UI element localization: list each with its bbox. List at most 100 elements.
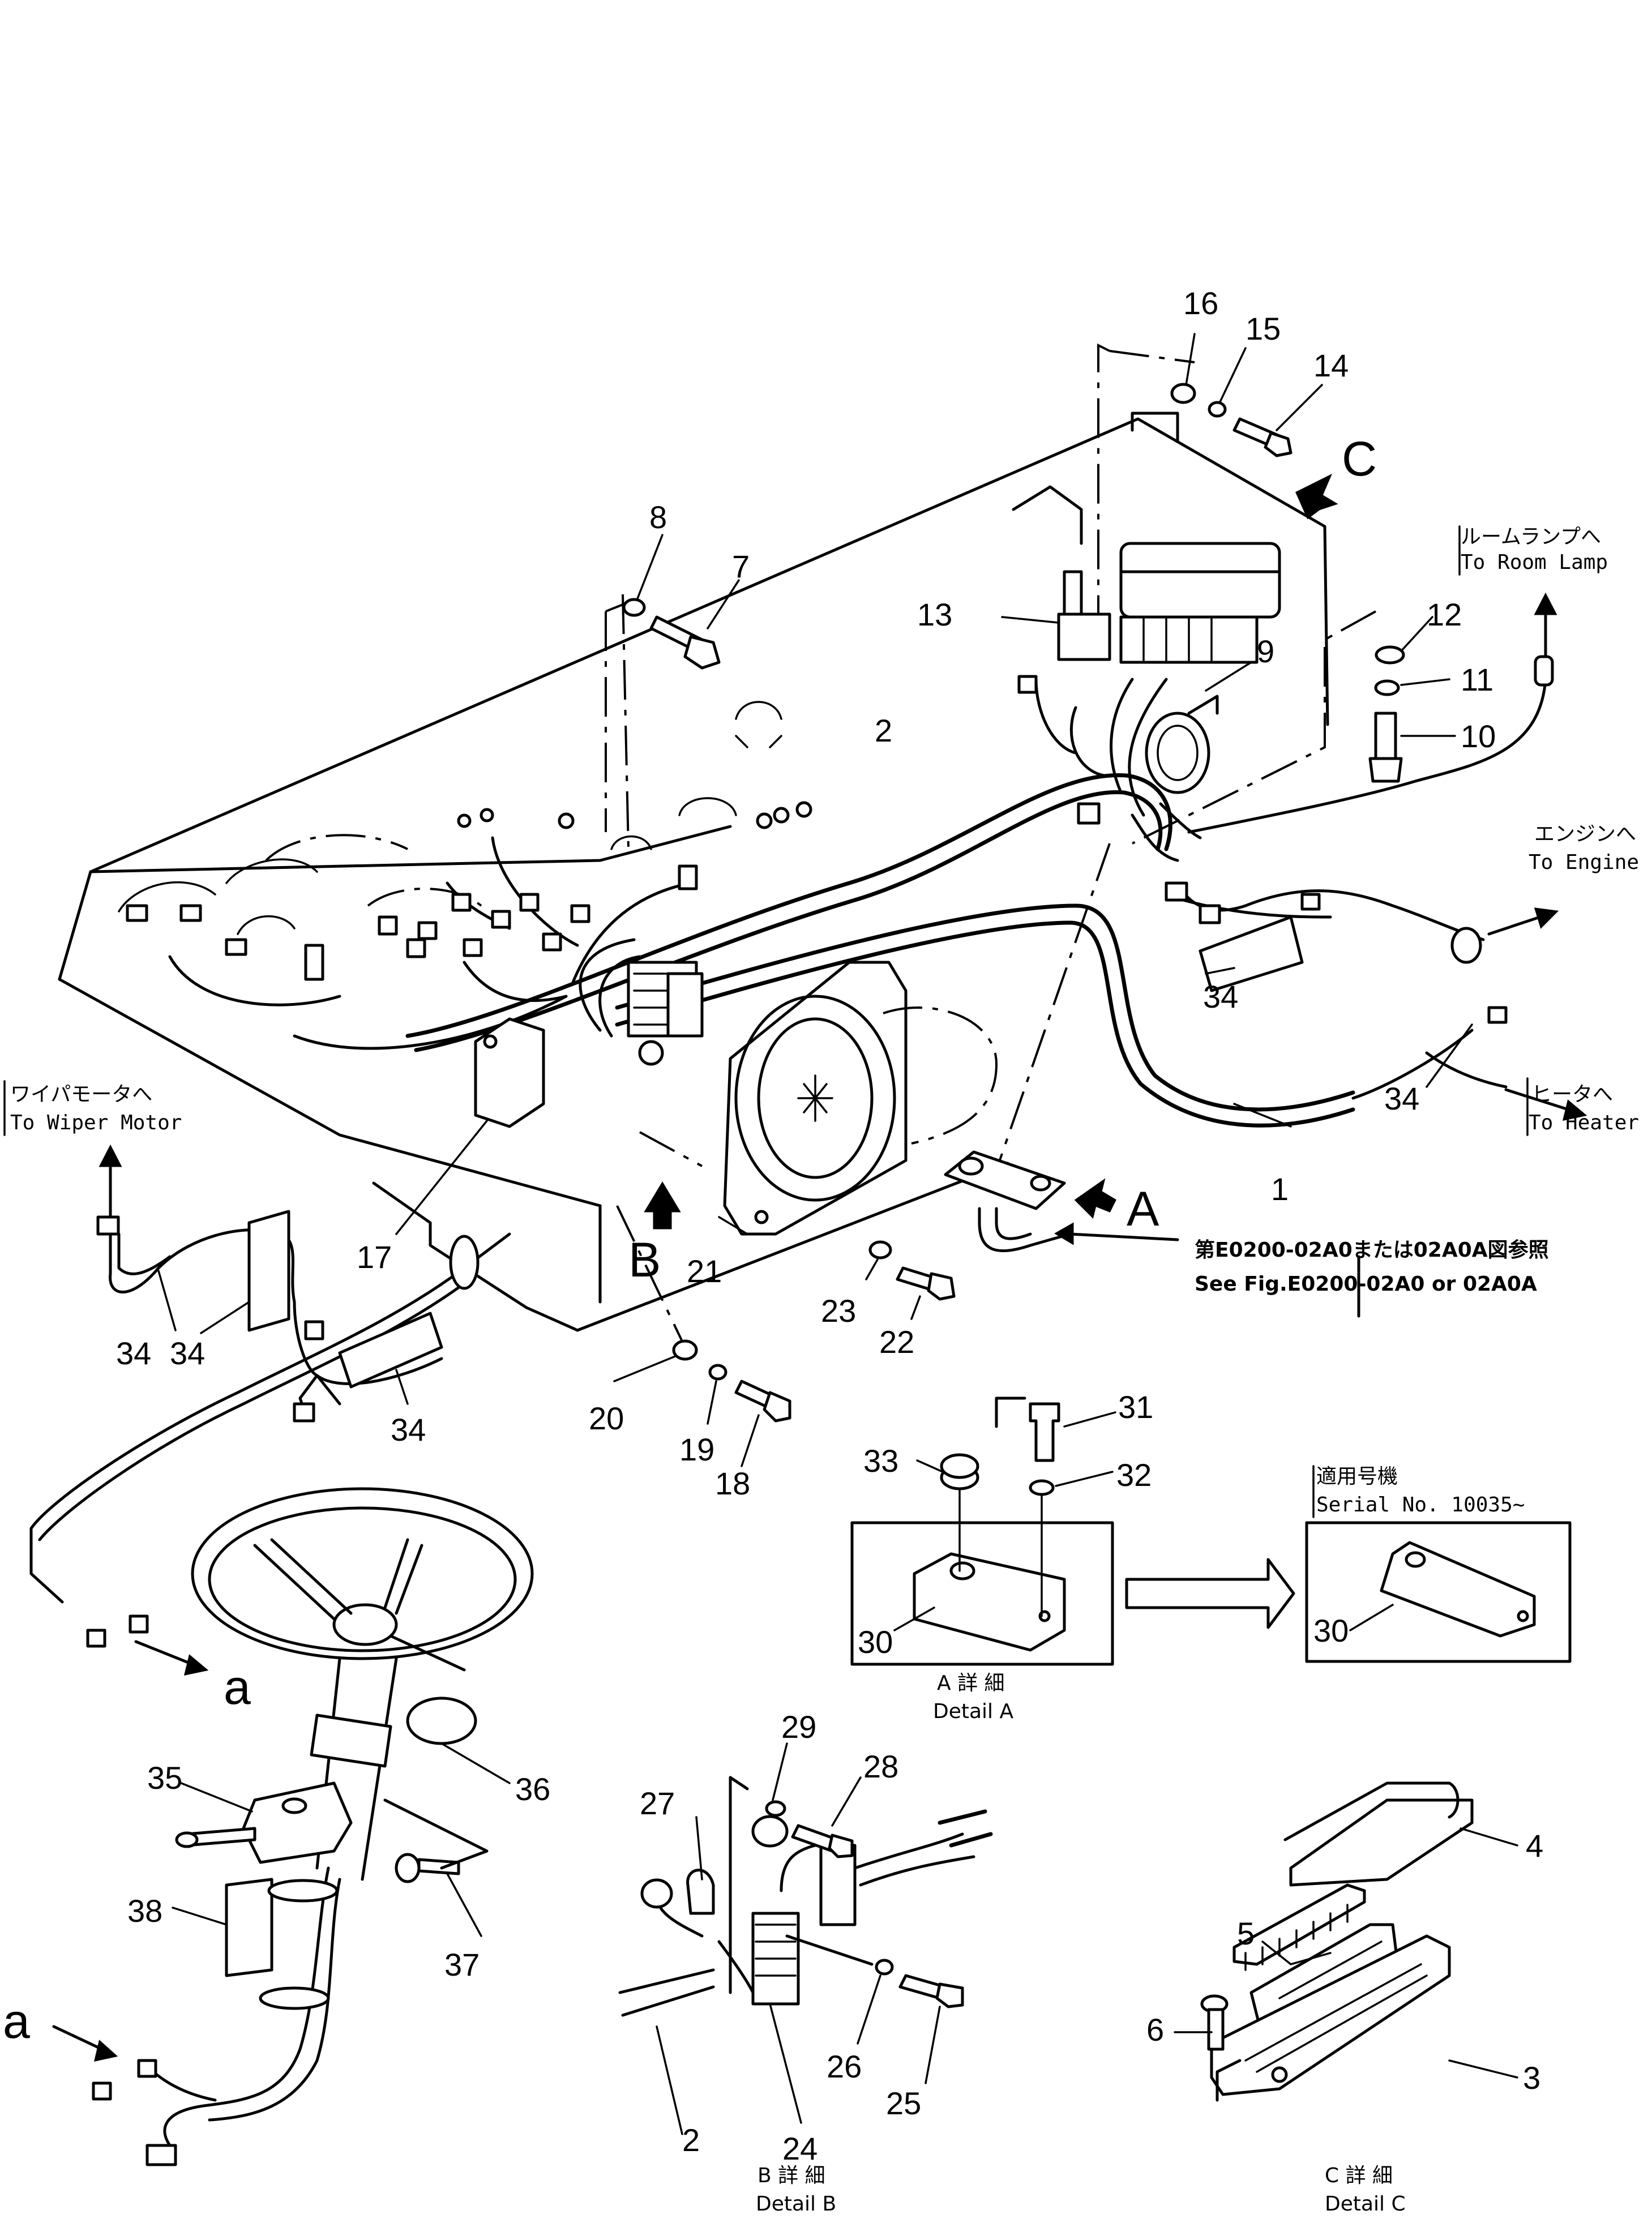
bolt-part-22 (896, 1266, 956, 1301)
washer-part-23 (868, 1240, 892, 1260)
detail-a-en: Detail A (933, 1700, 1013, 1723)
lockwasher-part-11 (1374, 679, 1400, 696)
label-38: 38 (127, 1893, 162, 1929)
bolt-part-37 (395, 1853, 460, 1883)
view-arrow-c (1295, 473, 1338, 520)
label-1: 1 (1271, 1171, 1289, 1207)
bolt-part-7 (649, 615, 721, 670)
label-7: 7 (732, 549, 750, 584)
bolt-part-10 (1368, 712, 1403, 783)
label-6: 6 (1146, 2012, 1164, 2047)
view-letter-b: B (628, 1233, 661, 1287)
label-2-detail-b: 2 (682, 2122, 700, 2158)
label-37: 37 (444, 1947, 480, 1982)
binding-band-parts (247, 915, 1508, 1389)
serial-detail-box (1305, 1521, 1572, 1663)
heater-en: To Heater (1529, 1111, 1639, 1134)
label-28: 28 (863, 1749, 898, 1784)
room-lamp-jp: ルームランプへ (1461, 525, 1601, 549)
view-arrow-b (644, 1181, 681, 1230)
box-part-17 (474, 1017, 545, 1128)
detail-c-en: Detail C (1325, 2192, 1406, 2216)
bracket-a (944, 1150, 1072, 1253)
washer-part-12 (1375, 645, 1405, 665)
leader-37-bracket (383, 1798, 489, 1870)
marker-a-bottom: a (3, 1994, 30, 2049)
label-13: 13 (917, 597, 952, 632)
washer-part-20 (672, 1339, 698, 1361)
detail-captions: A 詳 細 Detail A B 詳 細 Detail B C 詳 細 Deta… (756, 1672, 1406, 2216)
room-lamp-connector (1534, 655, 1554, 687)
detail-a-jp: A 詳 細 (937, 1672, 1005, 1695)
label-32: 32 (1116, 1457, 1152, 1493)
engine-en: To Engine (1529, 851, 1639, 874)
view-letter-c: C (1342, 432, 1377, 486)
steering-wheel (191, 1487, 534, 1672)
label-17: 17 (357, 1239, 392, 1275)
bolt-part-14 (1232, 417, 1293, 457)
label-27: 27 (640, 1785, 675, 1821)
fusebox-wiring (1034, 678, 1547, 862)
part-number-labels: 1 2 2 3 4 5 6 7 8 9 10 11 12 13 14 15 16… (116, 285, 1543, 2166)
label-26: 26 (827, 2049, 862, 2084)
wire-harness-2 (168, 773, 1172, 1052)
label-36: 36 (515, 1771, 550, 1807)
relay-part-9 (1145, 695, 1219, 794)
fig-reference-en: See Fig.E0200-02A0 or 02A0A (1195, 1273, 1537, 1296)
label-2: 2 (875, 713, 892, 748)
label-15: 15 (1246, 311, 1281, 346)
fig-reference-jp: 第E0200-02A0または02A0A図参照 (1195, 1239, 1549, 1262)
detail-a-box (850, 1402, 1114, 1666)
heater-jp: ヒータへ (1531, 1083, 1613, 1106)
label-20: 20 (589, 1400, 624, 1436)
label-34-heater: 34 (1384, 1081, 1419, 1116)
washer-part-8 (622, 598, 646, 617)
view-letter-a: A (1127, 1182, 1159, 1236)
label-24: 24 (782, 2131, 818, 2166)
speaker-part-21 (723, 961, 998, 1236)
label-34-wiper-2: 34 (170, 1335, 205, 1371)
bolt-part-18 (734, 1380, 791, 1423)
lockwasher-part-19 (708, 1364, 727, 1381)
label-34-wiper-1: 34 (116, 1335, 151, 1371)
view-arrow-a (1074, 1178, 1116, 1219)
reference-labels: 第E0200-02A0または02A0A図参照 See Fig.E0200-02A… (1195, 1239, 1549, 1517)
serial-jp: 適用号機 (1316, 1465, 1398, 1488)
label-23: 23 (821, 1293, 856, 1329)
serial-change-arrow (1125, 1558, 1295, 1629)
wiper-en: To Wiper Motor (10, 1111, 182, 1134)
label-11: 11 (1461, 662, 1493, 697)
engine-jp: エンジンへ (1534, 823, 1636, 846)
steering-column (92, 1657, 477, 2166)
label-30-detail-a: 30 (858, 1624, 893, 1660)
washer-part-16 (1170, 383, 1196, 404)
wiper-jp: ワイパモータへ (10, 1083, 152, 1106)
dashboard-connectors (126, 675, 1321, 981)
dashboard-panel (58, 412, 1329, 1332)
wiper-harness (29, 1215, 511, 1648)
detail-b-drawing (618, 1776, 993, 2017)
label-3: 3 (1523, 2060, 1540, 2096)
label-9: 9 (1257, 633, 1274, 669)
label-30-serial: 30 (1313, 1613, 1349, 1648)
label-8: 8 (649, 499, 667, 535)
label-5: 5 (1237, 1916, 1255, 1951)
detail-c-jp: C 詳 細 (1325, 2164, 1393, 2187)
label-frames (3, 525, 1529, 1518)
label-19: 19 (679, 1432, 714, 1467)
detail-c-drawing (1200, 1781, 1474, 2102)
fuse-box-assembly (1057, 542, 1281, 664)
label-12: 12 (1427, 597, 1462, 632)
view-letter-labels: A B C a a (3, 432, 1377, 2049)
label-35: 35 (147, 1760, 182, 1796)
label-33: 33 (863, 1443, 898, 1479)
label-18: 18 (715, 1466, 750, 1501)
label-31: 31 (1118, 1389, 1153, 1425)
label-34-engine: 34 (1203, 979, 1238, 1014)
detail-b-jp: B 詳 細 (757, 2164, 825, 2187)
label-21: 21 (687, 1253, 722, 1289)
label-34-harness: 34 (391, 1412, 426, 1447)
label-22: 22 (879, 1324, 914, 1360)
